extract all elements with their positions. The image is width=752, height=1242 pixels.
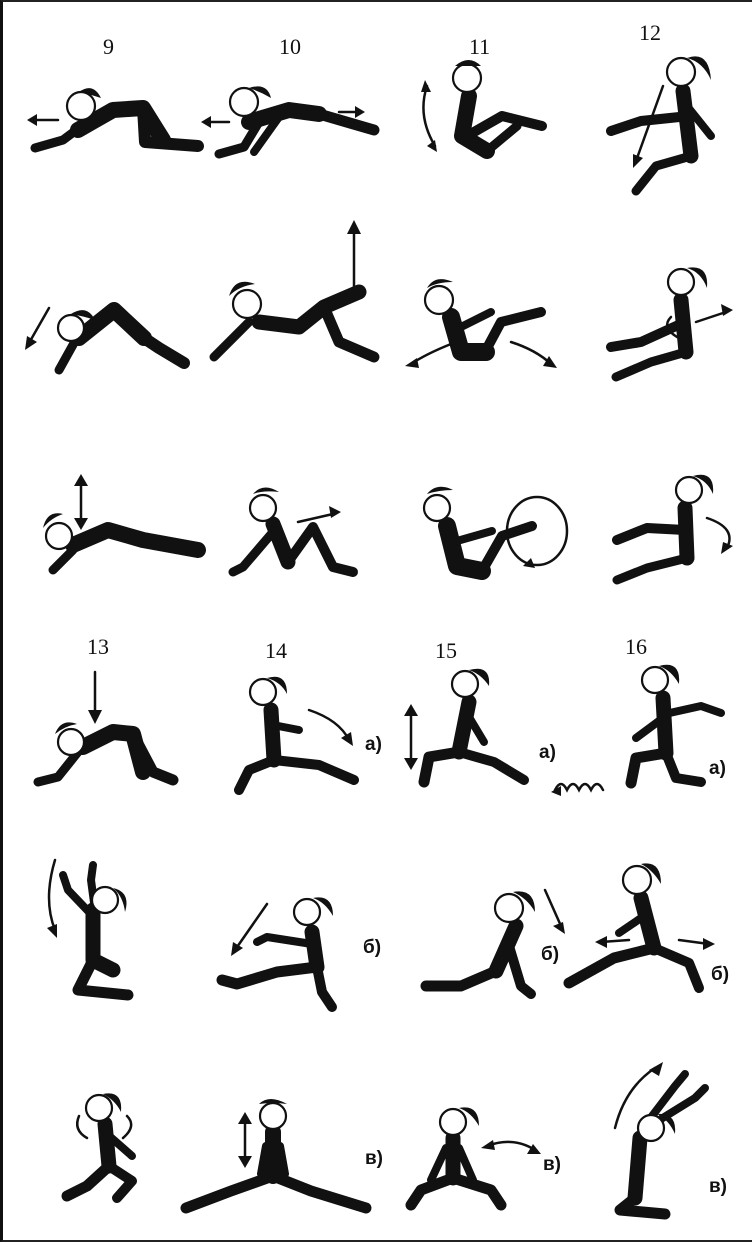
girl-figure-icon: [19, 288, 199, 378]
girl-figure-icon: [229, 670, 369, 800]
bounce-arrow-icon: [551, 774, 611, 796]
girl-figure-icon: [607, 468, 747, 588]
girl-figure-icon: [217, 892, 367, 1012]
girl-figure-icon: [611, 658, 741, 788]
girl-figure-icon: [57, 1086, 167, 1206]
girl-figure-icon: [401, 1100, 551, 1210]
exercise-number-14: 14: [265, 638, 287, 664]
girl-figure-icon: [399, 662, 539, 792]
girl-figure-icon: [559, 858, 729, 998]
girl-figure-icon: [601, 262, 741, 382]
girl-figure-icon: [601, 46, 731, 196]
girl-figure-icon: [421, 886, 571, 1006]
girl-figure-icon: [33, 470, 203, 580]
girl-figure-icon: [401, 272, 571, 372]
girl-figure-icon: [33, 850, 153, 1010]
girl-figure-icon: [223, 482, 363, 582]
ex15-label-a: а): [539, 742, 556, 764]
exercise-number-10: 10: [279, 34, 301, 60]
girl-figure-icon: [33, 662, 183, 792]
girl-figure-icon: [199, 212, 389, 372]
exercise-number-13: 13: [87, 634, 109, 660]
girl-figure-icon: [181, 1096, 371, 1216]
exercise-number-9: 9: [103, 34, 114, 60]
girl-figure-icon: [605, 1058, 715, 1218]
exercise-number-15: 15: [435, 638, 457, 664]
girl-figure-icon: [23, 70, 203, 160]
girl-figure-icon: [407, 56, 557, 166]
exercise-number-16: 16: [625, 634, 647, 660]
exercise-number-12: 12: [639, 20, 661, 46]
girl-figure-icon: [407, 486, 577, 586]
girl-figure-icon: [199, 72, 379, 162]
